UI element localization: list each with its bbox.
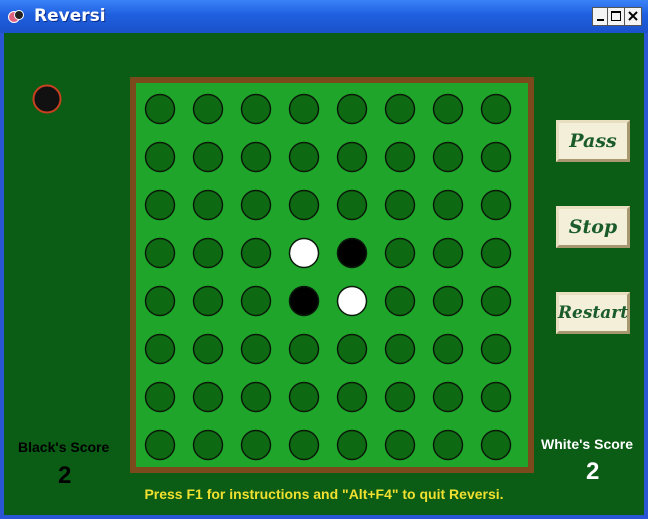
- board-cell-empty[interactable]: [336, 429, 368, 461]
- board-cell-empty[interactable]: [240, 93, 272, 125]
- board-cell-empty[interactable]: [192, 333, 224, 365]
- board-cell-empty[interactable]: [384, 381, 416, 413]
- board-cell-empty[interactable]: [144, 93, 176, 125]
- board-cell-empty[interactable]: [288, 333, 320, 365]
- close-button[interactable]: [624, 7, 642, 26]
- instructions-footer: Press F1 for instructions and "Alt+F4" t…: [144, 486, 504, 502]
- window-title: Reversi: [34, 6, 106, 26]
- board-cell-empty[interactable]: [144, 189, 176, 221]
- white-disc[interactable]: [288, 237, 320, 269]
- board-cell-empty[interactable]: [144, 381, 176, 413]
- board-cell-empty[interactable]: [192, 429, 224, 461]
- game-board: [130, 77, 534, 473]
- board-cell-empty[interactable]: [432, 429, 464, 461]
- board-cell-empty[interactable]: [192, 141, 224, 173]
- black-score-label: Black's Score: [18, 439, 110, 455]
- board-cell-empty[interactable]: [192, 381, 224, 413]
- board-cell-empty[interactable]: [240, 189, 272, 221]
- board-cell-empty[interactable]: [480, 93, 512, 125]
- board-cell-empty[interactable]: [144, 429, 176, 461]
- board-cell-empty[interactable]: [480, 189, 512, 221]
- board-cell-empty[interactable]: [288, 429, 320, 461]
- board-cell-empty[interactable]: [288, 381, 320, 413]
- white-score-value: 2: [586, 458, 600, 485]
- title-bar[interactable]: Reversi: [0, 0, 648, 33]
- board-cell-empty[interactable]: [432, 189, 464, 221]
- reversi-app-icon: [8, 10, 24, 23]
- board-cell-empty[interactable]: [432, 237, 464, 269]
- board-cell-empty[interactable]: [240, 381, 272, 413]
- board-cell-empty[interactable]: [192, 189, 224, 221]
- restart-button[interactable]: Restart: [556, 292, 630, 334]
- board-cell-empty[interactable]: [144, 237, 176, 269]
- board-cell-empty[interactable]: [288, 189, 320, 221]
- board-cell-empty[interactable]: [240, 429, 272, 461]
- black-disc[interactable]: [336, 237, 368, 269]
- game-area: Pass Stop Restart Black's Score 2 White'…: [4, 33, 644, 515]
- board-cell-empty[interactable]: [336, 333, 368, 365]
- maximize-icon: [611, 11, 621, 21]
- board-cell-empty[interactable]: [480, 429, 512, 461]
- board-cell-empty[interactable]: [480, 333, 512, 365]
- board-cell-empty[interactable]: [384, 141, 416, 173]
- black-disc[interactable]: [288, 285, 320, 317]
- board-cell-empty[interactable]: [336, 93, 368, 125]
- board-cell-empty[interactable]: [144, 141, 176, 173]
- board-surface: [136, 83, 528, 467]
- white-score-label: White's Score: [541, 436, 634, 452]
- board-cell-empty[interactable]: [240, 237, 272, 269]
- board-grid[interactable]: [130, 77, 534, 473]
- pass-button[interactable]: Pass: [556, 120, 630, 162]
- board-cell-empty[interactable]: [432, 381, 464, 413]
- board-cell-empty[interactable]: [432, 285, 464, 317]
- minimize-icon: [597, 19, 604, 21]
- board-cell-empty[interactable]: [144, 333, 176, 365]
- board-cell-empty[interactable]: [432, 333, 464, 365]
- board-cell-empty[interactable]: [240, 333, 272, 365]
- board-cell-empty[interactable]: [432, 93, 464, 125]
- board-cell-empty[interactable]: [480, 285, 512, 317]
- board-cell-empty[interactable]: [336, 381, 368, 413]
- board-cell-empty[interactable]: [240, 141, 272, 173]
- board-cell-empty[interactable]: [240, 285, 272, 317]
- close-icon: [628, 11, 638, 21]
- white-disc[interactable]: [336, 285, 368, 317]
- board-cell-empty[interactable]: [288, 93, 320, 125]
- board-cell-empty[interactable]: [144, 285, 176, 317]
- board-cell-empty[interactable]: [384, 237, 416, 269]
- board-cell-empty[interactable]: [336, 141, 368, 173]
- board-cell-empty[interactable]: [384, 285, 416, 317]
- board-cell-empty[interactable]: [480, 141, 512, 173]
- board-cell-empty[interactable]: [192, 93, 224, 125]
- board-cell-empty[interactable]: [384, 189, 416, 221]
- stop-button[interactable]: Stop: [556, 206, 630, 248]
- board-cell-empty[interactable]: [432, 141, 464, 173]
- black-score-value: 2: [58, 462, 72, 489]
- board-cell-empty[interactable]: [480, 237, 512, 269]
- board-cell-empty[interactable]: [384, 429, 416, 461]
- board-cell-empty[interactable]: [336, 189, 368, 221]
- board-cell-empty[interactable]: [384, 93, 416, 125]
- board-cell-empty[interactable]: [288, 141, 320, 173]
- current-turn-indicator: [32, 84, 62, 114]
- maximize-button[interactable]: [607, 7, 625, 26]
- board-cell-empty[interactable]: [384, 333, 416, 365]
- board-cell-empty[interactable]: [192, 285, 224, 317]
- board-cell-empty[interactable]: [192, 237, 224, 269]
- board-cell-empty[interactable]: [480, 381, 512, 413]
